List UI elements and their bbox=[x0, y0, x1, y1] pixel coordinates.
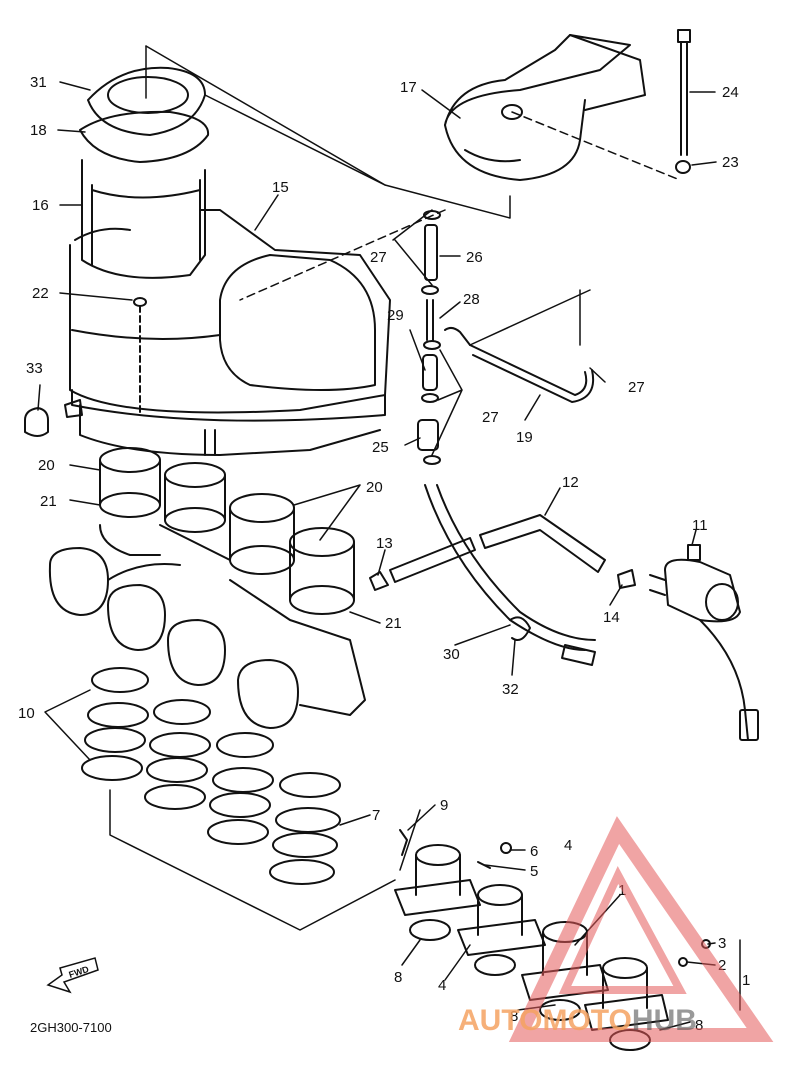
callout-2: 2 bbox=[718, 957, 726, 974]
callout-8a: 8 bbox=[394, 969, 402, 986]
diagram-code: 2GH300-7100 bbox=[30, 1020, 112, 1035]
callout-28: 28 bbox=[463, 291, 480, 308]
watermark-logo bbox=[508, 816, 774, 1042]
callout-18: 18 bbox=[30, 122, 47, 139]
callout-32: 32 bbox=[502, 681, 519, 698]
callout-15: 15 bbox=[272, 179, 289, 196]
hose-clamps bbox=[81, 667, 341, 885]
callout-24: 24 bbox=[722, 84, 739, 101]
callout-12: 12 bbox=[562, 474, 579, 491]
long-bolt bbox=[675, 29, 691, 174]
callout-22: 22 bbox=[32, 285, 49, 302]
callout-4b: 4 bbox=[438, 977, 446, 994]
callout-4a: 4 bbox=[564, 837, 572, 854]
callout-11: 11 bbox=[692, 517, 708, 534]
forward-arrow-icon: FWD bbox=[46, 957, 99, 994]
callout-27b: 27 bbox=[628, 379, 645, 396]
callout-8c: 8 bbox=[695, 1017, 703, 1034]
callout-19: 19 bbox=[516, 429, 533, 446]
vent-hoses bbox=[389, 484, 606, 666]
callout-3: 3 bbox=[718, 935, 726, 952]
callout-27c: 27 bbox=[482, 409, 499, 426]
callout-9: 9 bbox=[440, 797, 448, 814]
callout-leaders bbox=[37, 81, 741, 1031]
callout-23: 23 bbox=[722, 154, 739, 171]
callout-26: 26 bbox=[466, 249, 483, 266]
callout-14: 14 bbox=[603, 609, 620, 626]
callout-21a: 21 bbox=[40, 493, 57, 510]
callout-13: 13 bbox=[376, 535, 393, 552]
carburetor-bank bbox=[48, 524, 366, 729]
callout-20a: 20 bbox=[38, 457, 55, 474]
callout-29: 29 bbox=[387, 307, 404, 324]
callout-8b: 8 bbox=[510, 1008, 518, 1025]
callout-labels: 31 18 16 15 17 24 23 22 27 26 28 29 33 2… bbox=[18, 74, 750, 1034]
callout-31: 31 bbox=[30, 74, 47, 91]
callout-17: 17 bbox=[400, 79, 417, 96]
callout-25: 25 bbox=[372, 439, 389, 456]
callout-7: 7 bbox=[372, 807, 380, 824]
air-duct-cover bbox=[444, 34, 646, 181]
callout-5: 5 bbox=[530, 863, 538, 880]
fuel-pump bbox=[369, 544, 759, 741]
callout-33: 33 bbox=[26, 360, 43, 377]
callout-21b: 21 bbox=[385, 615, 402, 632]
breather-hoses bbox=[417, 210, 594, 465]
air-funnel-assembly bbox=[79, 66, 210, 279]
leader-lines bbox=[109, 45, 681, 931]
callout-30: 30 bbox=[443, 646, 460, 663]
callout-6: 6 bbox=[530, 843, 538, 860]
callout-20b: 20 bbox=[366, 479, 383, 496]
rubber-damper bbox=[24, 407, 49, 437]
callout-16: 16 bbox=[32, 197, 49, 214]
callout-1b: 1 bbox=[742, 972, 750, 989]
callout-27a: 27 bbox=[370, 249, 387, 266]
callout-10: 10 bbox=[18, 705, 35, 722]
watermark-text: AUTOMOTOHUB bbox=[458, 1004, 697, 1037]
